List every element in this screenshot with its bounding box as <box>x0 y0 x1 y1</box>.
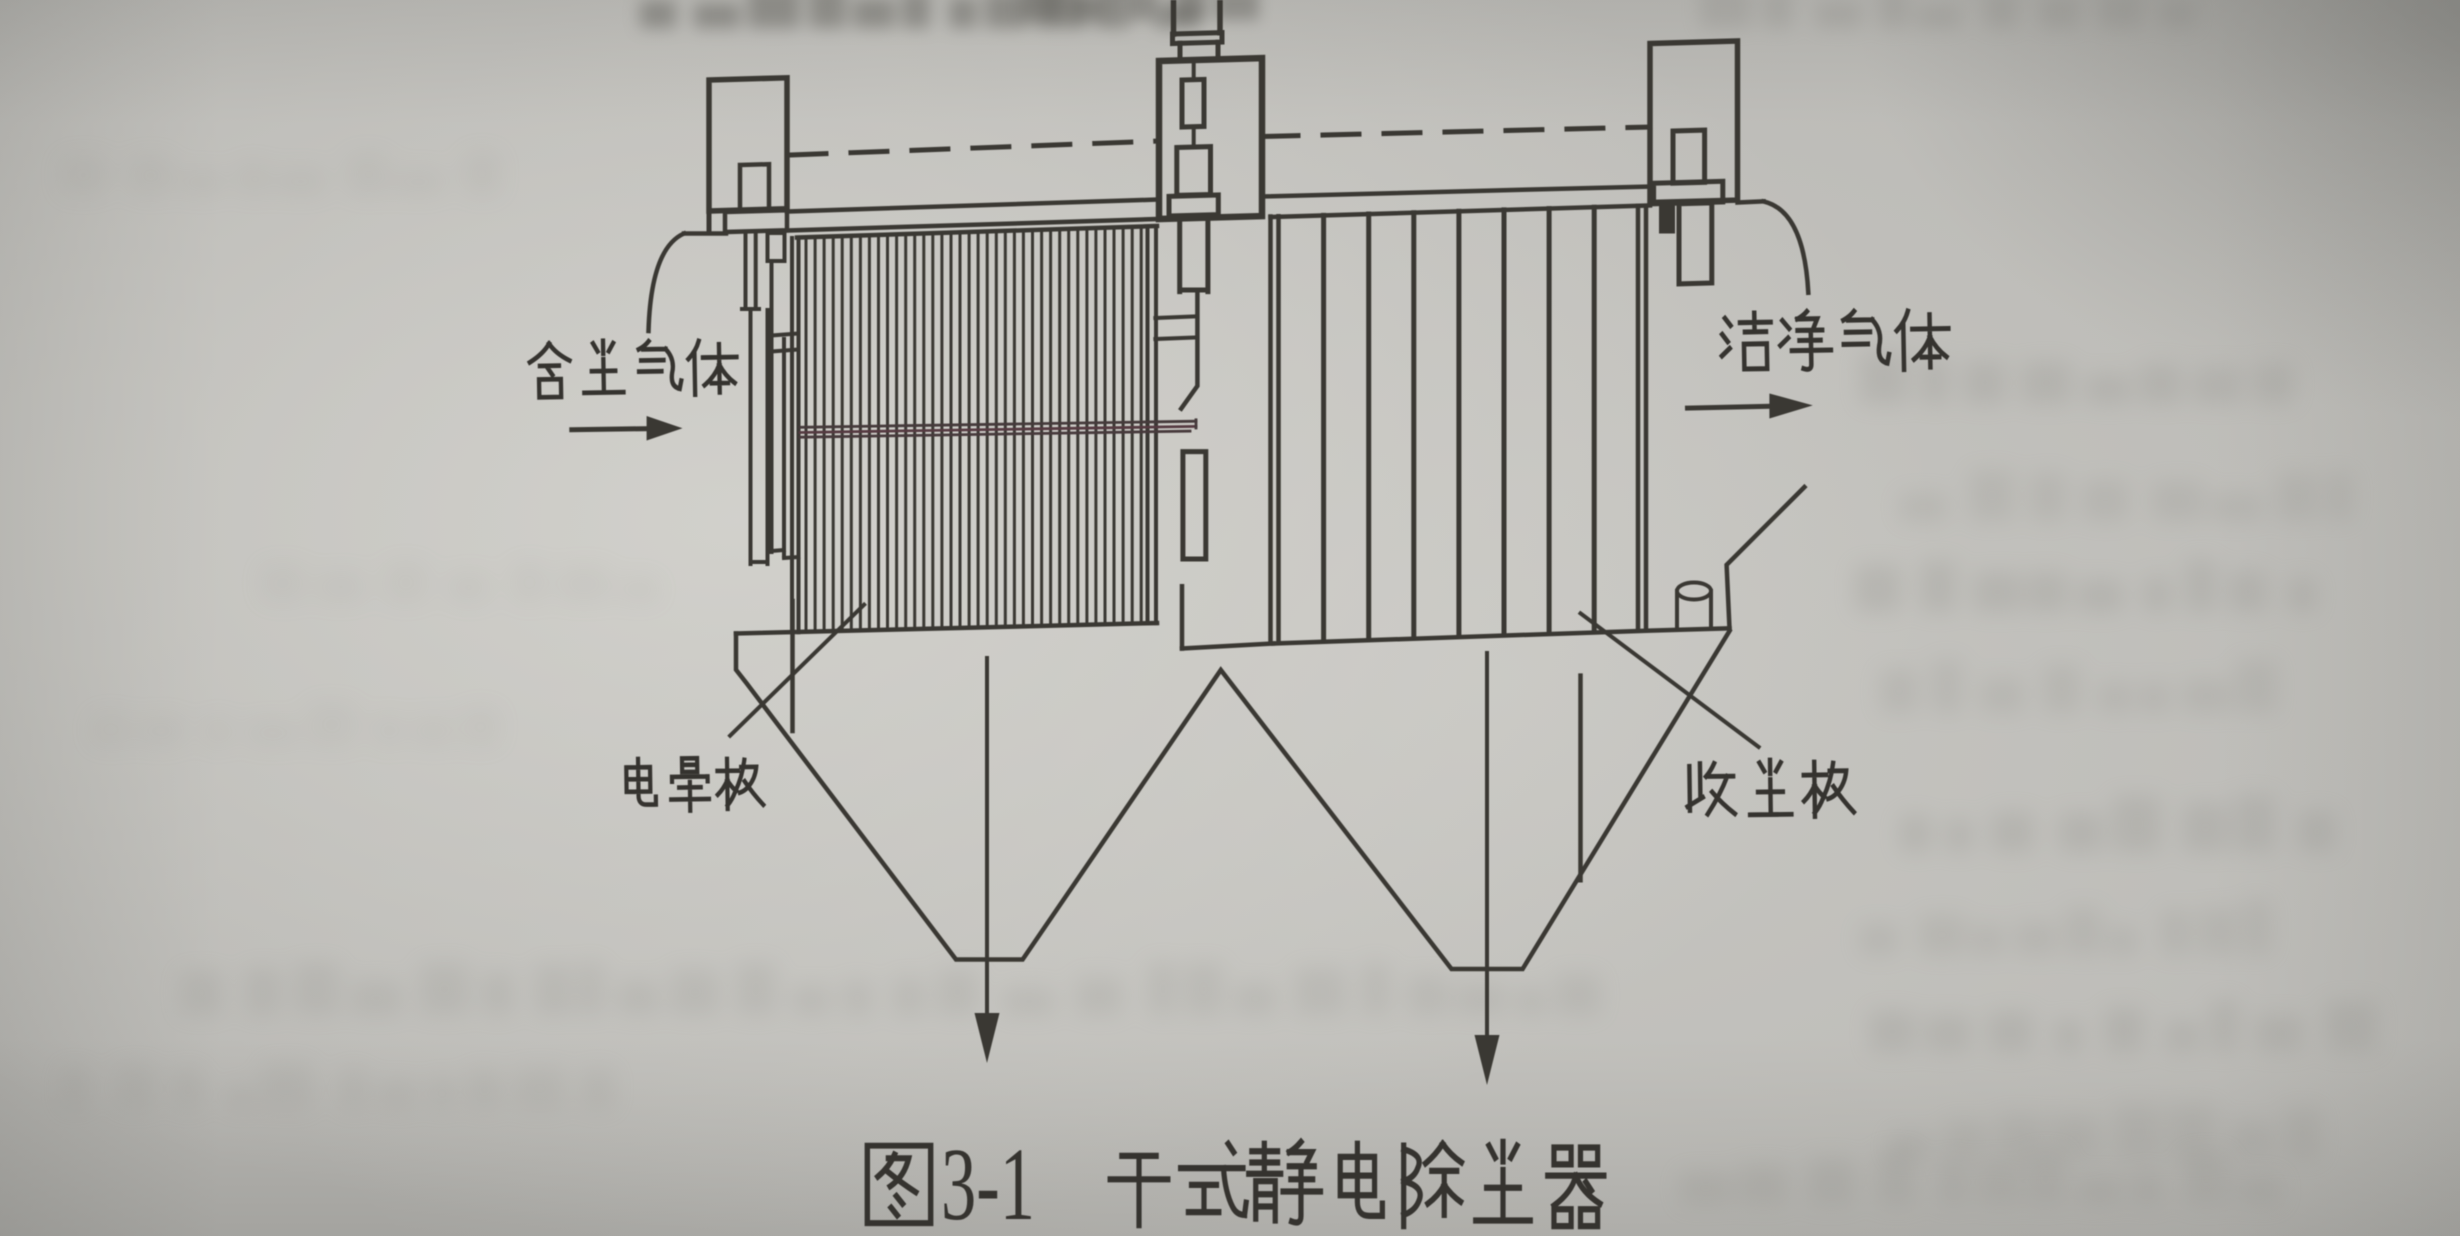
svg-text:3-1: 3-1 <box>941 1127 1035 1236</box>
